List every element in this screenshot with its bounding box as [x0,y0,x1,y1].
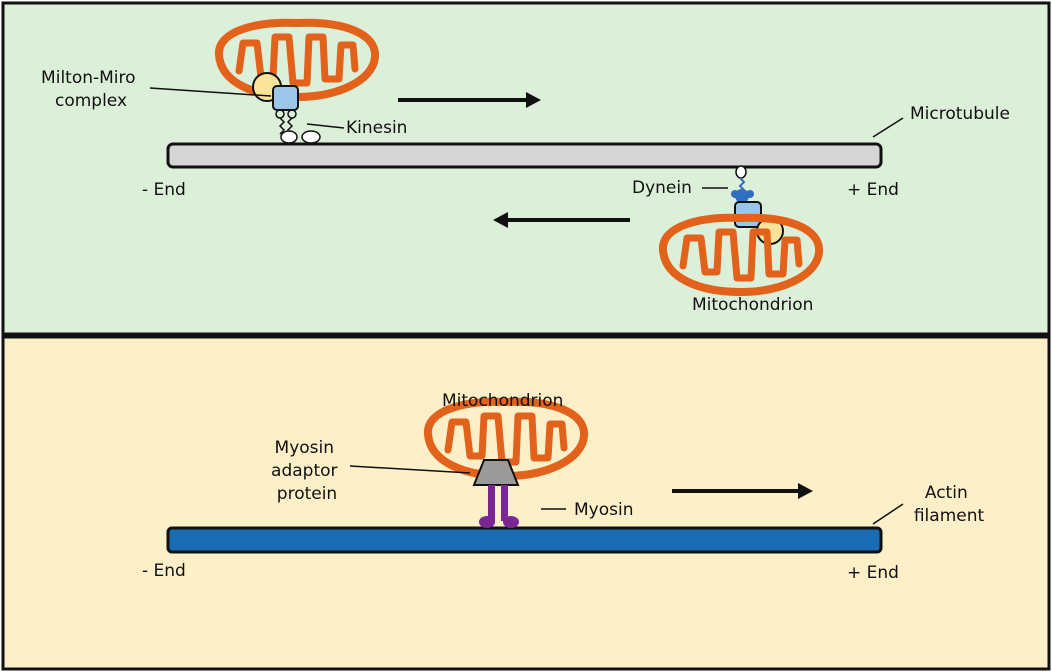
kinesin-label: Kinesin [346,118,407,138]
actin-filament-label: Actin filament [914,483,985,526]
left-arrow-icon [493,212,630,228]
actin-minus-end-label: - End [142,561,186,581]
myosin-label: Myosin [574,500,633,520]
actin-panel: Mitochondrion Myosin adaptor protein Myo… [1,335,1051,671]
mitochondrion-label-bottom: Mitochondrion [442,391,563,411]
microtubule-panel: Milton-Miro complex Kinesin Microtubule … [1,1,1051,336]
dynein-motor [731,165,754,203]
kinesin-motor [275,109,321,144]
right-arrow-icon [672,483,813,499]
mitochondrion-label-top: Mitochondrion [692,295,813,315]
bottom-panel-background [1,335,1051,671]
kinesin-leader [306,123,345,129]
actin-filament [166,526,883,554]
right-arrow-icon [398,92,541,108]
microtubule-minus-end-label: - End [142,180,186,200]
myosin-adaptor-leader [349,465,471,474]
myosin-adaptor-label: Myosin adaptor protein [271,438,343,504]
actin-plus-end-label: + End [847,563,899,583]
myosin-motor [479,485,519,528]
microtubule [166,142,883,169]
microtubule-leader [872,117,904,138]
dynein-label: Dynein [632,178,692,198]
microtubule-label: Microtubule [910,104,1010,124]
milton-miro-leader [149,87,272,97]
myosin-adaptor-protein [472,459,520,486]
actin-leader [872,503,904,525]
milton-miro-label: Milton-Miro complex [41,68,141,111]
microtubule-plus-end-label: + End [847,180,899,200]
kinesin-adaptor [272,85,299,111]
